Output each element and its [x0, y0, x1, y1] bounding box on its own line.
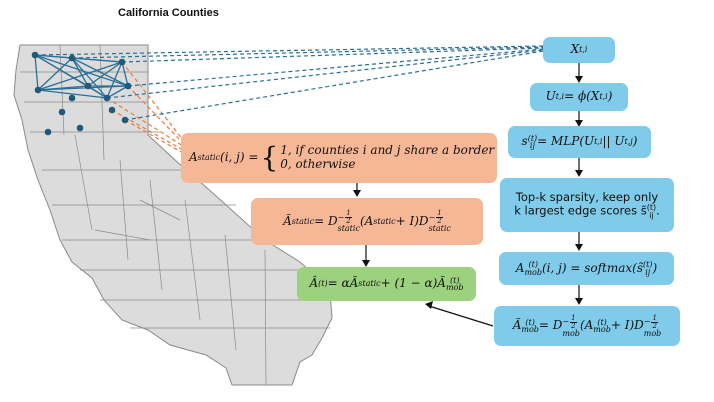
astatic-case1: 1, if counties i and j share a border	[280, 143, 495, 158]
normstatic-num2: 1	[436, 209, 443, 219]
normmob-d: = D	[538, 318, 563, 333]
amob-close: )	[652, 260, 658, 275]
final-sup2: (t)	[449, 275, 460, 285]
amob-s-sup: (t)	[643, 260, 653, 270]
normmob-a2-sup: (t)	[597, 317, 607, 327]
topk-box: Top-k sparsity, keep only k largest edge…	[500, 178, 674, 232]
county-nodes	[31, 51, 132, 136]
normstatic-d-sub: static	[337, 224, 360, 234]
normmob-d-sub: mob	[562, 328, 580, 338]
normmob-a2: (A	[579, 318, 594, 333]
softmax-box: A(t)mob(i, j) = softmax(s̃(t)ij)	[499, 252, 674, 285]
topk-line2-wrap: k largest edge scores s̃(t)ij.	[514, 203, 660, 220]
final-sub2: mob	[445, 283, 464, 292]
score-s: s	[521, 134, 528, 149]
normmob-a2-sub: mob	[593, 325, 611, 334]
topk-sup: (t)	[646, 203, 657, 213]
score-close: )	[632, 134, 638, 149]
normmob-plus: + I)D	[610, 318, 644, 333]
final-sup: (t)	[318, 279, 328, 289]
topk-line2: k largest edge scores s̃	[514, 204, 647, 219]
embedding-close: )	[607, 89, 613, 104]
normstatic-d: = D	[314, 213, 338, 228]
score-s-sup: (t)	[527, 133, 538, 143]
cases-brace-icon: {	[260, 141, 279, 174]
embedding-phi-sub: t,i	[599, 92, 608, 102]
score-s-sub: ij	[529, 141, 535, 150]
normmob-den2: 2	[652, 321, 657, 330]
topk-end: .	[656, 204, 660, 219]
normmob-sup: (t)	[525, 317, 535, 327]
normstatic-minus2: −	[428, 212, 436, 222]
arrow-heads	[353, 76, 583, 309]
normmob-den1: 2	[571, 321, 576, 330]
features-x: X	[570, 42, 580, 57]
astatic-sub: static	[197, 153, 221, 163]
astatic-args: (i, j) =	[220, 150, 259, 165]
amob-s-sub: ij	[645, 267, 651, 277]
amob-sup: (t)	[528, 260, 538, 270]
map-title: California Counties	[118, 7, 219, 19]
normmob-a: Ã	[512, 318, 522, 333]
score-sub2: t,j	[624, 137, 633, 147]
embedding-u-sub: t,i	[555, 92, 565, 102]
normmob-d2-sub: mob	[643, 328, 662, 338]
feature-edges	[34, 45, 544, 121]
normstatic-den2: 2	[437, 217, 442, 226]
normmob-minus2: −	[643, 317, 651, 327]
normmob-minus1: −	[562, 317, 570, 327]
county-borders	[20, 44, 330, 386]
mobility-graph	[34, 54, 129, 99]
amob-a: A	[515, 260, 525, 275]
amob-sub: mob	[524, 267, 542, 277]
normstatic-plus: + I)D	[395, 213, 429, 228]
topk-line1: Top-k sparsity, keep only	[515, 190, 659, 205]
final-mid: + (1 − α)Ã	[380, 276, 446, 291]
topk-sub: ij	[649, 210, 654, 220]
score-concat: || U	[602, 134, 625, 149]
normmob-num2: 1	[651, 313, 658, 323]
embedding-u: U	[545, 89, 556, 104]
final-sub1: static	[358, 279, 381, 289]
astatic-a: A	[189, 150, 198, 165]
normstatic-minus1: −	[337, 212, 345, 222]
astatic-case2: 0, otherwise	[280, 157, 356, 171]
flow-arrows	[356, 63, 580, 327]
normmob-num1: 1	[570, 313, 577, 323]
normmob-sub: mob	[521, 325, 539, 334]
normstatic-sub: static	[291, 216, 315, 226]
final-a: Â	[309, 276, 319, 291]
normstatic-num1: 1	[345, 209, 352, 219]
embedding-phi: = ϕ(X	[564, 89, 600, 104]
normstatic-a2-sub: static	[373, 216, 396, 226]
final-alpha: = αÃ	[327, 276, 359, 291]
normstatic-a: Ã	[283, 213, 292, 228]
score-mlp: = MLP(U	[537, 134, 595, 149]
normstatic-den1: 2	[346, 217, 351, 226]
score-sub1: t,i	[594, 137, 603, 147]
normstatic-d2-sub: static	[428, 224, 451, 234]
normstatic-a2: (A	[359, 213, 374, 228]
static-edges	[106, 61, 184, 154]
features-x-sub: t,i	[579, 45, 588, 55]
amob-softmax: (i, j) = softmax(s̃	[542, 260, 644, 275]
